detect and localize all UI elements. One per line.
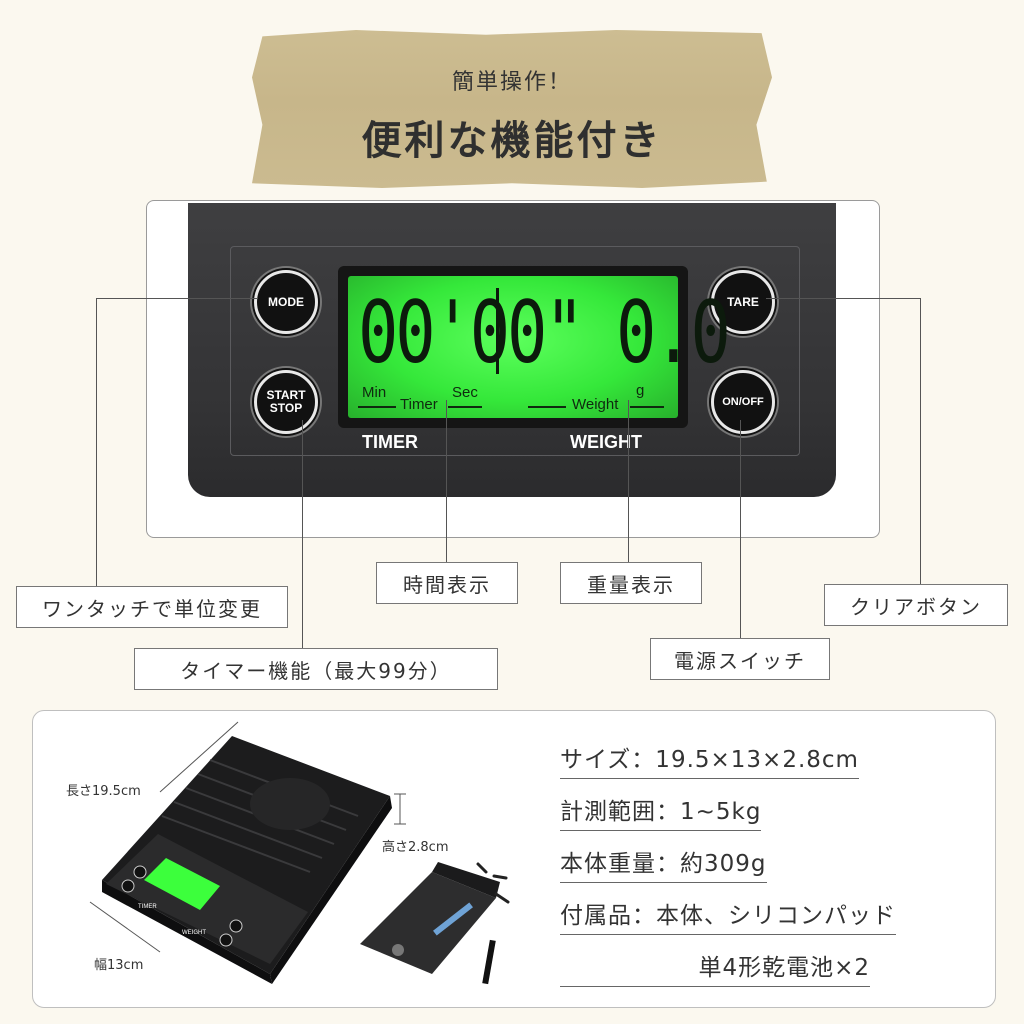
callout-weight-display: 重量表示	[560, 562, 702, 604]
width-dimension-line	[89, 901, 161, 953]
lcd-min-label: Min	[362, 384, 387, 401]
lcd-timer-line-right	[448, 406, 482, 408]
callout-power-switch: 電源スイッチ	[650, 638, 830, 680]
callout-timer-function: タイマー機能（最大99分）	[134, 648, 498, 690]
lcd-timer-line-left	[358, 406, 396, 408]
lcd-unit-label: g	[636, 382, 645, 399]
leader-line	[96, 298, 258, 299]
spec-battery: 単4形乾電池×2	[560, 948, 870, 987]
lcd-timer-label: Timer	[400, 396, 438, 413]
lcd-weight-label: Weight	[572, 396, 619, 413]
scale-pad-center	[250, 778, 330, 830]
start-stop-button: START STOP	[254, 370, 318, 434]
lcd-weight-line-left	[528, 406, 566, 408]
on-off-button: ON/OFF	[711, 370, 775, 434]
lcd-weight-line-right	[630, 406, 664, 408]
callout-unit-change: ワンタッチで単位変更	[16, 586, 288, 628]
spec-size: サイズ：19.5×13×2.8cm	[560, 740, 859, 779]
leader-line	[628, 400, 629, 564]
lcd-divider	[496, 288, 499, 374]
leader-line	[302, 420, 303, 650]
spec-weight: 本体重量：約309g	[560, 844, 767, 883]
callout-time-display: 時間表示	[376, 562, 518, 604]
lcd-display: 00'00" 0.0 Min Sec Timer Weight g	[348, 276, 731, 418]
lcd-sec-label: Sec	[452, 384, 478, 401]
leader-line	[96, 298, 97, 588]
start-stop-label: START STOP	[266, 388, 306, 415]
tape-banner	[252, 30, 772, 188]
leader-line	[920, 298, 921, 586]
banner-title: 便利な機能付き	[361, 117, 663, 164]
lcd-timer-value: 00'00"	[358, 283, 585, 383]
leader-line	[766, 298, 920, 299]
mini-weight-label: WEIGHT	[182, 930, 206, 936]
mini-lcd	[144, 858, 220, 910]
callout-clear-button: クリアボタン	[824, 584, 1008, 626]
length-dimension-line	[159, 721, 239, 793]
mode-button: MODE	[254, 270, 318, 334]
lcd-weight-value: 0.0	[616, 283, 731, 383]
tare-button: TARE	[711, 270, 775, 334]
height-label: 高さ2.8cm	[382, 840, 449, 855]
length-label: 長さ19.5cm	[66, 784, 141, 799]
spec-range: 計測範囲：1~5kg	[560, 792, 762, 831]
width-label: 幅13cm	[94, 958, 144, 973]
spec-accessories: 付属品：本体、シリコンパッド	[560, 896, 896, 935]
banner-subtitle: 簡単操作！	[451, 70, 572, 95]
scale-product-illustration: TIMER WEIGHT	[89, 721, 510, 985]
leader-line	[740, 420, 741, 638]
scale-control-panel	[230, 246, 800, 456]
weight-label: WEIGHT	[570, 432, 642, 452]
leader-line	[446, 400, 447, 564]
timer-label: TIMER	[362, 432, 418, 452]
mini-timer-label: TIMER	[138, 904, 157, 910]
